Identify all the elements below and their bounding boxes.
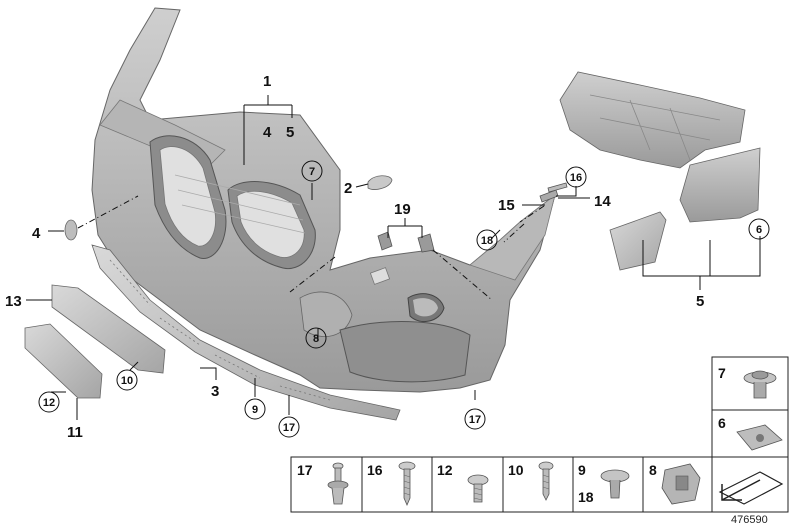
bracket-19-right (417, 233, 435, 253)
callout-15: 15 (498, 197, 515, 214)
hw-num-6: 6 (718, 415, 726, 431)
hardware-bottom-row: 17 16 12 10 9 18 8 (290, 456, 789, 513)
callout-17-bumper: 17 (469, 414, 481, 426)
callout-18: 18 (481, 235, 493, 247)
callout-4-left: 4 (32, 225, 41, 242)
callout-14: 14 (594, 193, 611, 210)
lower-spoiler (91, 244, 401, 421)
expansion-rivet-icon (327, 462, 349, 505)
screw-icon-10 (538, 461, 554, 501)
callout-4: 4 (263, 124, 272, 141)
license-plate-bracket (51, 284, 166, 374)
bolt-icon (467, 474, 489, 503)
screw-icon (398, 461, 416, 507)
diagram-id: 476590 (731, 514, 768, 526)
callout-12: 12 (43, 397, 55, 409)
hardware-side-column: 7 6 (711, 356, 789, 461)
air-deflector (609, 211, 667, 271)
cover-cap (367, 175, 393, 190)
bracket-clip-icon (661, 463, 701, 505)
carrier-upper (559, 71, 746, 169)
callout-5: 5 (286, 124, 294, 141)
hw-num-10: 10 (508, 462, 524, 478)
hw-num-9: 9 (578, 462, 586, 478)
hw-num-7: 7 (718, 365, 726, 381)
push-clip-icon-9 (600, 469, 630, 499)
push-clip-icon (743, 370, 777, 399)
bumper-cover (91, 7, 556, 393)
callout-5-carrier: 5 (696, 293, 704, 310)
license-plate-base (24, 323, 103, 399)
callout-6: 6 (756, 224, 762, 236)
air-duct (679, 147, 761, 223)
tow-hook-cap (64, 219, 78, 241)
callout-19: 19 (394, 201, 411, 218)
callout-13: 13 (5, 293, 22, 310)
callout-2: 2 (344, 180, 352, 197)
hw-num-8: 8 (649, 462, 657, 478)
bracket-19-left (377, 231, 393, 251)
callout-3: 3 (211, 383, 219, 400)
callout-10: 10 (121, 375, 133, 387)
callout-9: 9 (252, 404, 258, 416)
hw-num-18: 18 (578, 489, 594, 505)
callout-11: 11 (67, 424, 83, 441)
callout-1: 1 (263, 73, 271, 90)
callout-17-spoiler: 17 (283, 422, 295, 434)
callout-7: 7 (309, 166, 315, 178)
hw-num-17: 17 (297, 462, 313, 478)
callout-8: 8 (313, 333, 319, 345)
hw-num-16: 16 (367, 462, 383, 478)
hw-num-12: 12 (437, 462, 453, 478)
clip-nut-icon (736, 424, 783, 451)
seal-strip (547, 182, 568, 193)
callout-16: 16 (570, 172, 582, 184)
arrow-icon (718, 471, 784, 505)
